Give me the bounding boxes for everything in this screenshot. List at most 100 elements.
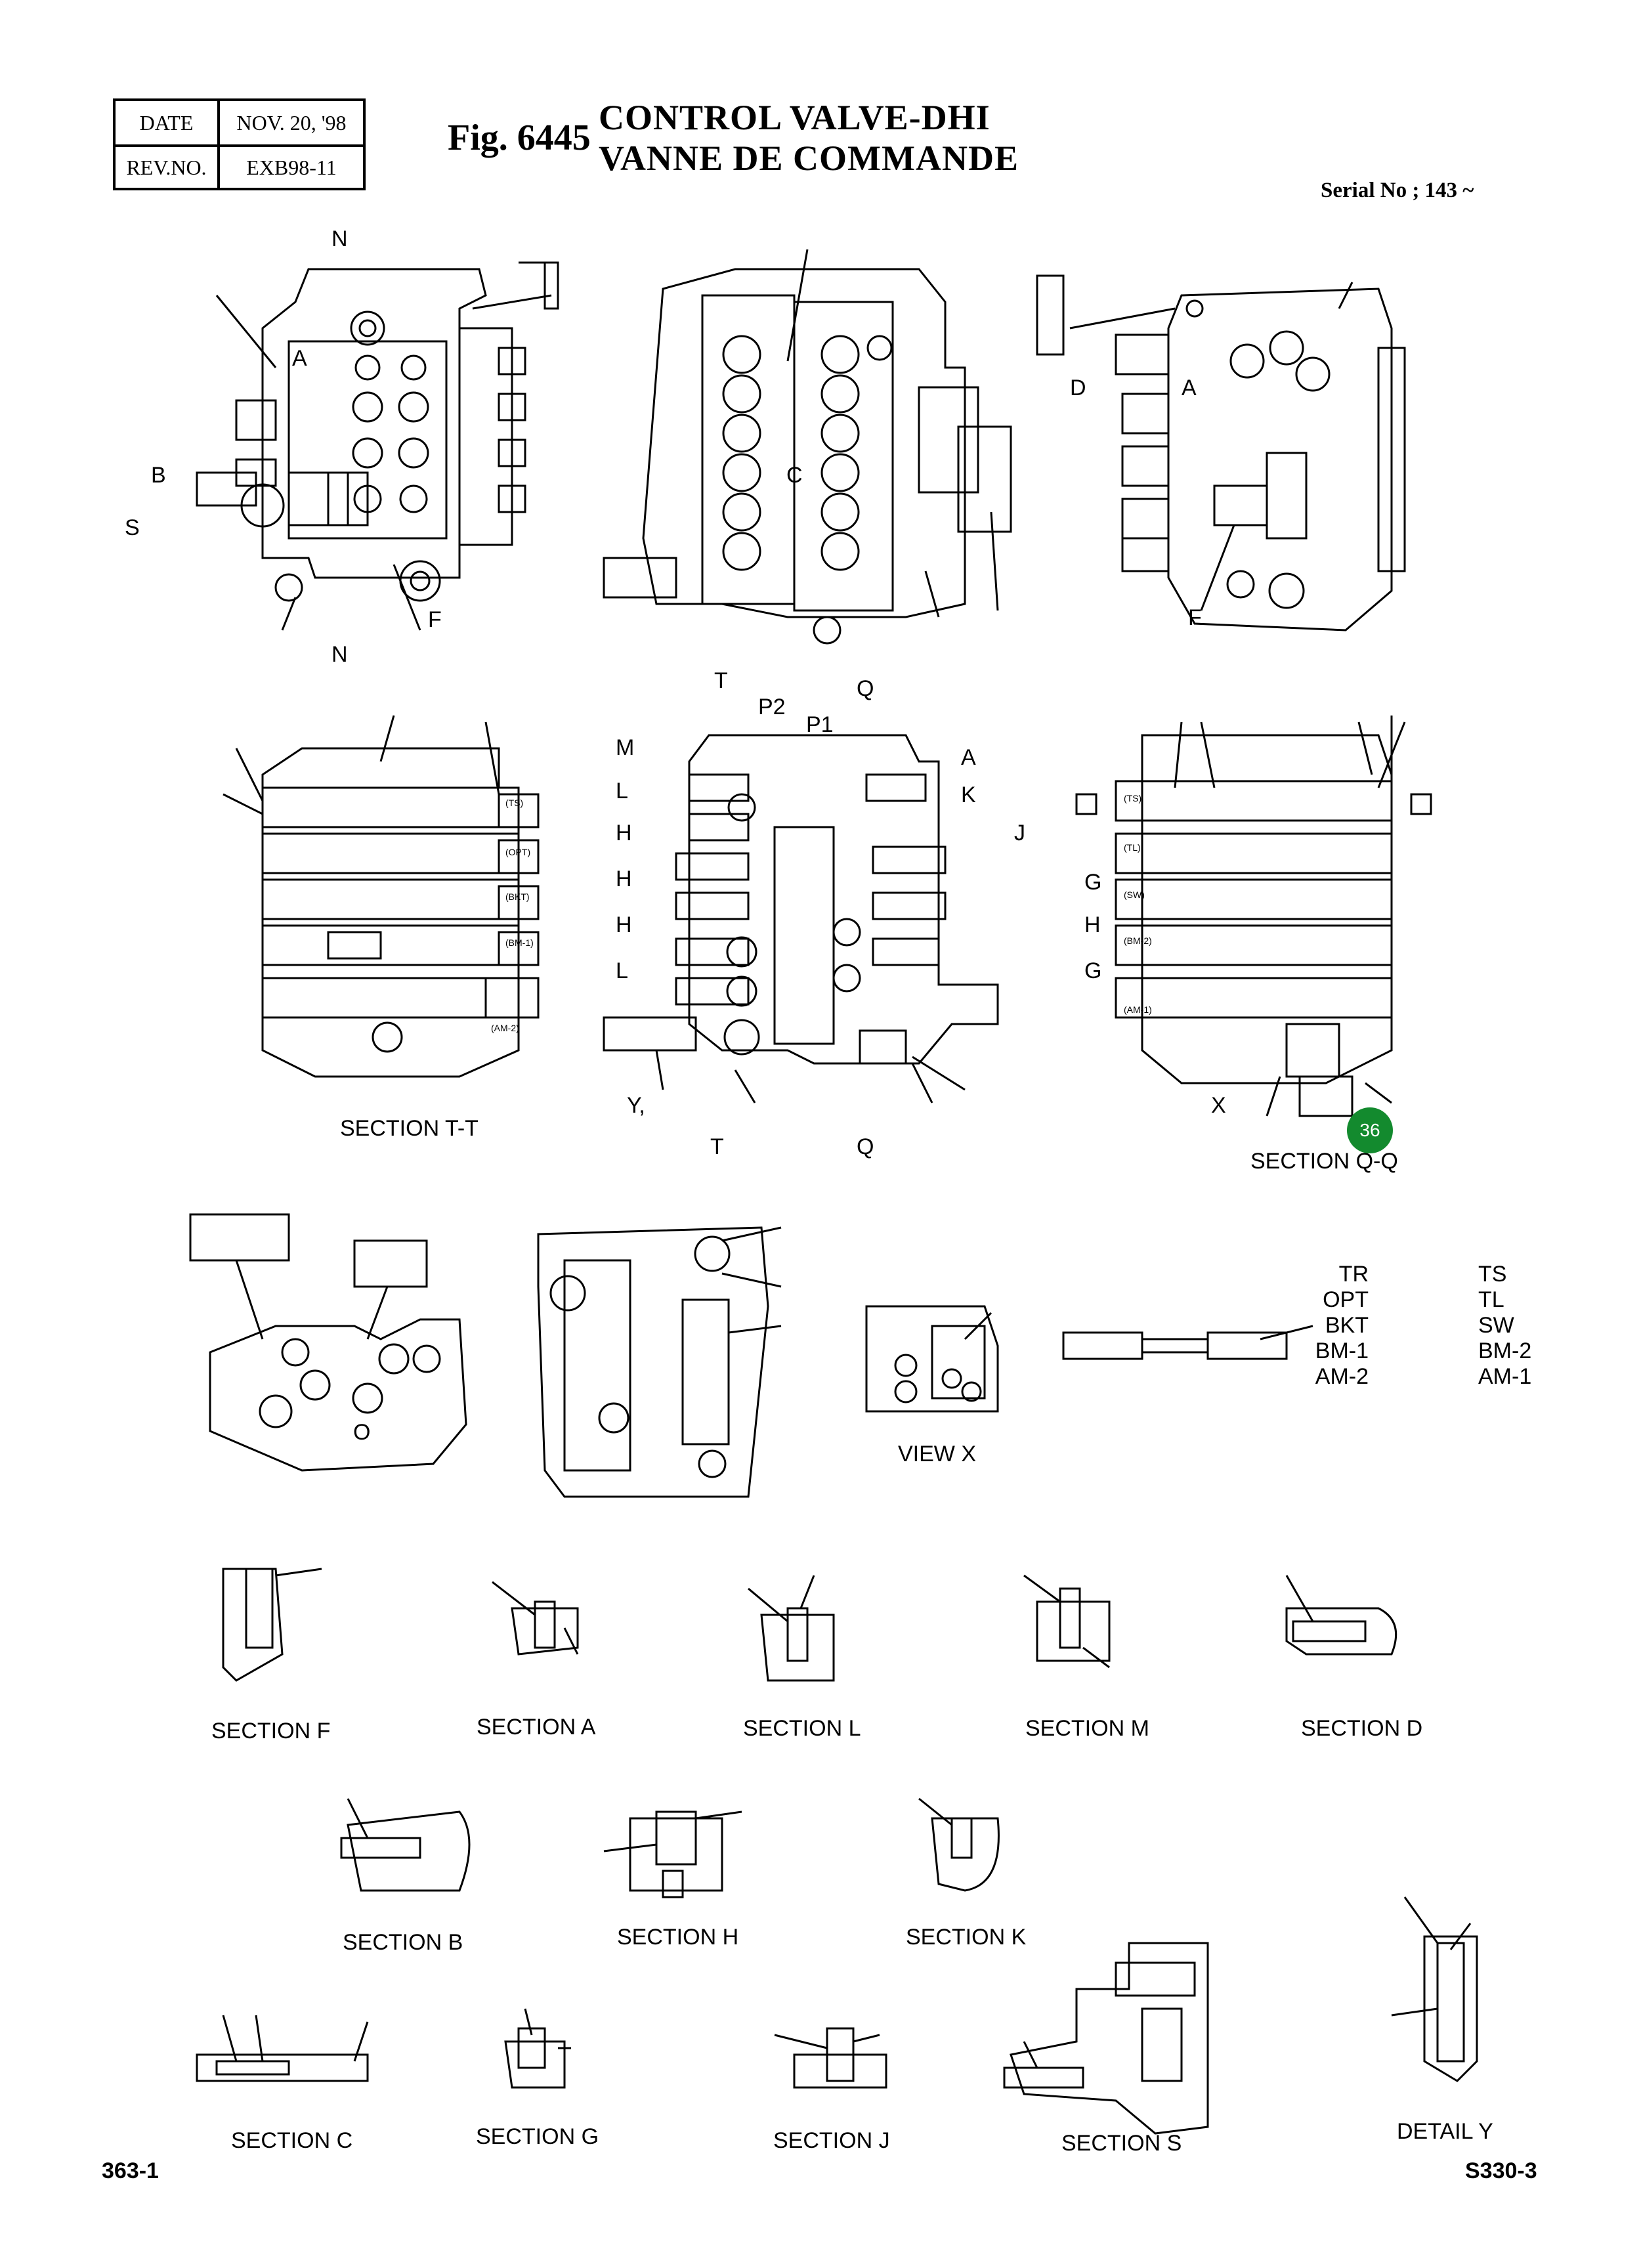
section-qq-drawing	[1075, 716, 1432, 1117]
valve-plate-view	[537, 1226, 782, 1498]
legend-item: AM-2	[1315, 1364, 1369, 1389]
caption-section-a: SECTION A	[477, 1715, 596, 1740]
section-a-drawing	[492, 1581, 579, 1656]
label-c: C	[786, 463, 803, 488]
section-k-drawing	[918, 1797, 1000, 1892]
label-p2: P2	[758, 695, 786, 719]
legend-item: BM-1	[1315, 1338, 1369, 1363]
caption-section-b: SECTION B	[343, 1930, 463, 1955]
label-g1: G	[1084, 870, 1102, 895]
caption-section-s: SECTION S	[1061, 2131, 1182, 2156]
caption-section-j: SECTION J	[773, 2128, 890, 2153]
label-d: D	[1070, 375, 1086, 400]
label-j: J	[1014, 821, 1025, 845]
detail-y-drawing	[1391, 1896, 1478, 2082]
label-k: K	[961, 782, 976, 807]
section-tt-drawing	[223, 715, 540, 1078]
legend-item: TR	[1338, 1262, 1369, 1287]
label-q-bottom: Q	[857, 1134, 874, 1159]
label-p1: P1	[806, 712, 834, 737]
label-s: S	[125, 515, 140, 540]
label-h3: H	[616, 912, 632, 937]
caption-section-m: SECTION M	[1025, 1716, 1149, 1741]
section-c-drawing	[196, 2015, 369, 2082]
label-y: Y,	[627, 1093, 645, 1118]
valve-rear-view	[603, 249, 1012, 645]
caption-section-h: SECTION H	[617, 1925, 739, 1950]
date-value: NOV. 20, '98	[236, 110, 347, 135]
label-o: O	[353, 1420, 371, 1445]
label-l1: L	[616, 779, 628, 803]
legend-item: TL	[1478, 1287, 1504, 1312]
section-m-drawing	[1023, 1574, 1111, 1669]
section-h-drawing	[603, 1810, 742, 1898]
label-h1: H	[616, 821, 632, 845]
spool-tag-am2: (AM-2)	[491, 1023, 519, 1033]
spool-tag-bm2: (BM-2)	[1124, 935, 1152, 946]
spool-tag-tl: (TL)	[1124, 842, 1141, 853]
legend-item: TS	[1478, 1262, 1507, 1287]
label-a-mid: A	[961, 745, 976, 770]
caption-section-k: SECTION K	[906, 1925, 1027, 1950]
caption-detail-y: DETAIL Y	[1397, 2119, 1493, 2144]
caption-section-g: SECTION G	[476, 2124, 599, 2149]
caption-section-tt: SECTION T-T	[340, 1116, 479, 1141]
section-g-drawing	[504, 2008, 571, 2089]
label-f-right: F	[1188, 605, 1202, 630]
label-h2: H	[616, 867, 632, 891]
legend-item: OPT	[1323, 1287, 1369, 1312]
valve-side-view	[1036, 274, 1406, 631]
label-m: M	[616, 735, 635, 760]
figure-title-fr: VANNE DE COMMANDE	[599, 139, 1019, 178]
label-a-left: A	[292, 346, 307, 371]
label-n-top: N	[331, 226, 348, 251]
rev-value: EXB98-11	[246, 155, 337, 179]
section-b-drawing	[340, 1798, 471, 1892]
table-divider-h	[116, 144, 363, 147]
section-f-drawing	[222, 1568, 322, 1682]
label-f-left: F	[428, 607, 442, 632]
label-x: X	[1211, 1093, 1226, 1118]
caption-view-x: VIEW X	[898, 1442, 977, 1466]
spool-legend-right: TS TL SW BM-2 AM-1	[1478, 1262, 1531, 1390]
spool-legend-left: TR OPT BKT BM-1 AM-2	[1303, 1262, 1369, 1390]
spool-drawing	[1062, 1325, 1313, 1360]
spool-tag-am1: (AM-1)	[1124, 1004, 1152, 1015]
spool-tag-opt: (OPT)	[505, 847, 531, 857]
caption-section-qq: SECTION Q-Q	[1250, 1149, 1398, 1174]
legend-item: BKT	[1325, 1313, 1369, 1338]
date-label: DATE	[139, 110, 194, 135]
label-b: B	[151, 463, 166, 488]
label-q-top: Q	[857, 676, 874, 701]
valve-perspective-view	[189, 1213, 467, 1472]
page-number: 363-1	[102, 2158, 159, 2183]
callout-36[interactable]: 36	[1347, 1107, 1393, 1153]
spool-tag-sw: (SW)	[1124, 889, 1145, 900]
rev-label: REV.NO.	[126, 155, 207, 179]
model-number: S330-3	[1465, 2158, 1537, 2183]
label-a-right: A	[1182, 375, 1197, 400]
legend-item: BM-2	[1478, 1338, 1532, 1363]
label-t-bottom: T	[710, 1134, 724, 1159]
serial-number: Serial No ; 143 ~	[1321, 179, 1474, 202]
legend-item: SW	[1478, 1313, 1514, 1338]
spool-tag-bkt: (BKT)	[505, 891, 530, 902]
caption-section-c: SECTION C	[231, 2128, 353, 2153]
spool-tag-ts-tt: (TS)	[505, 798, 524, 808]
label-n-bottom: N	[331, 642, 348, 667]
label-g2: G	[1084, 958, 1102, 983]
legend-item: AM-1	[1478, 1364, 1532, 1389]
section-middle-drawing	[603, 734, 999, 1103]
label-t-top: T	[714, 668, 728, 693]
caption-section-f: SECTION F	[211, 1719, 331, 1744]
table-divider-v	[217, 101, 220, 188]
caption-section-d: SECTION D	[1301, 1716, 1423, 1741]
caption-section-l: SECTION L	[743, 1716, 861, 1741]
spool-tag-bm1: (BM-1)	[505, 937, 534, 948]
figure-title-en: CONTROL VALVE-DHI	[599, 98, 991, 137]
revision-table: DATE NOV. 20, '98 REV.NO. EXB98-11	[113, 98, 366, 190]
figure-number: Fig. 6445	[448, 118, 591, 158]
section-s-drawing	[1003, 1942, 1209, 2135]
section-d-drawing	[1285, 1575, 1397, 1656]
